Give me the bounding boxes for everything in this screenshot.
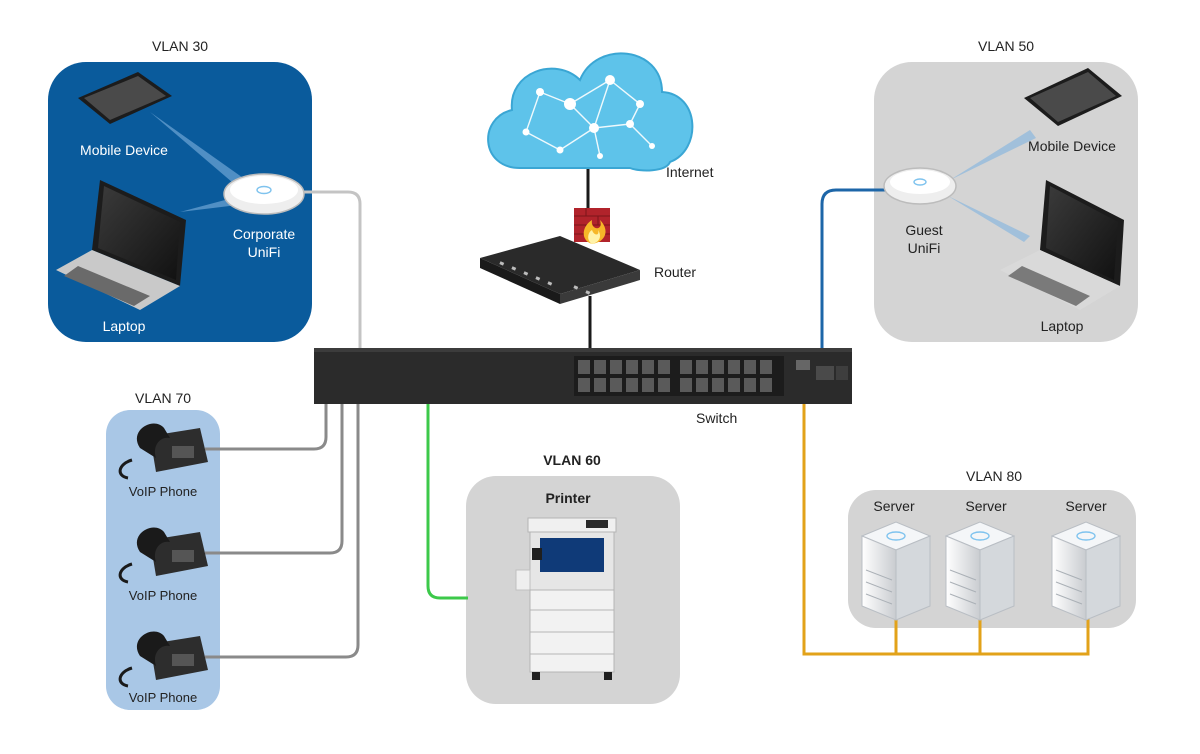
corporate-ap-label-1: Corporate bbox=[232, 226, 296, 242]
switch-port bbox=[728, 360, 740, 374]
switch-port bbox=[696, 378, 708, 392]
vlan70-title: VLAN 70 bbox=[134, 390, 192, 406]
switch-port bbox=[642, 378, 654, 392]
printer-label: Printer bbox=[545, 490, 591, 506]
server-label: Server bbox=[965, 498, 1007, 514]
switch-port bbox=[594, 378, 606, 392]
vlan50-title: VLAN 50 bbox=[977, 38, 1035, 54]
switch-port bbox=[626, 378, 638, 392]
vlan30-title: VLAN 30 bbox=[151, 38, 209, 54]
voip-phone-icon bbox=[118, 527, 208, 584]
internet-label: Internet bbox=[666, 164, 714, 180]
vlan60-title: VLAN 60 bbox=[543, 452, 601, 468]
router-icon bbox=[480, 236, 640, 304]
link-phone-1 bbox=[205, 404, 328, 451]
server-label: Server bbox=[873, 498, 915, 514]
switch-port bbox=[760, 360, 772, 374]
link-phone-2 bbox=[205, 404, 344, 555]
link-servers bbox=[802, 404, 1090, 656]
switch-port bbox=[578, 378, 590, 392]
server-label: Server bbox=[1065, 498, 1107, 514]
link-phone-3 bbox=[205, 404, 360, 659]
switch-port bbox=[744, 378, 756, 392]
switch-port bbox=[658, 378, 670, 392]
guest-ap-label-2: UniFi bbox=[907, 240, 941, 256]
voip-phone-icon bbox=[118, 423, 208, 480]
voip-phone-label: VoIP Phone bbox=[128, 588, 198, 603]
router-label: Router bbox=[654, 264, 697, 280]
link-printer bbox=[426, 404, 468, 600]
switch-port bbox=[594, 360, 606, 374]
switch-port bbox=[658, 360, 670, 374]
internet-cloud-icon bbox=[487, 52, 694, 172]
vlan50-laptop-label: Laptop bbox=[1040, 318, 1084, 334]
laptop-icon bbox=[56, 180, 186, 310]
server-icon bbox=[1050, 521, 1122, 621]
switch-port bbox=[610, 378, 622, 392]
switch-port bbox=[728, 378, 740, 392]
switch-port bbox=[680, 360, 692, 374]
switch-port bbox=[696, 360, 708, 374]
wifi-beam bbox=[950, 130, 1036, 180]
switch-icon bbox=[314, 348, 852, 404]
printer-icon bbox=[515, 517, 617, 680]
vlan30-mobile-label: Mobile Device bbox=[80, 142, 168, 158]
voip-phone-icon bbox=[118, 631, 208, 688]
server-icon bbox=[860, 521, 932, 621]
laptop-icon bbox=[1000, 180, 1124, 310]
tablet-icon bbox=[1024, 68, 1122, 126]
vlan80-title: VLAN 80 bbox=[965, 468, 1023, 484]
switch-port bbox=[712, 378, 724, 392]
guest-ap-icon bbox=[883, 167, 957, 205]
wifi-beam bbox=[150, 112, 246, 194]
switch-port bbox=[680, 378, 692, 392]
voip-phone-label: VoIP Phone bbox=[128, 484, 198, 499]
switch-port bbox=[642, 360, 654, 374]
wifi-beam bbox=[948, 196, 1030, 242]
switch-port bbox=[610, 360, 622, 374]
vlan50-mobile-label: Mobile Device bbox=[1028, 138, 1116, 154]
guest-ap-label-1: Guest bbox=[905, 222, 943, 238]
switch-label: Switch bbox=[696, 410, 738, 426]
server-icon bbox=[944, 521, 1016, 621]
link-guest-ap bbox=[820, 188, 888, 350]
switch-port bbox=[578, 360, 590, 374]
switch-port bbox=[744, 360, 756, 374]
link-corporate-ap bbox=[300, 190, 362, 350]
switch-port bbox=[626, 360, 638, 374]
voip-phone-label: VoIP Phone bbox=[128, 690, 198, 705]
tablet-icon bbox=[78, 72, 172, 124]
corporate-ap-label-2: UniFi bbox=[247, 244, 281, 260]
vlan30-laptop-label: Laptop bbox=[102, 318, 146, 334]
switch-port bbox=[760, 378, 772, 392]
corporate-ap-icon bbox=[223, 173, 305, 215]
switch-port bbox=[712, 360, 724, 374]
firewall-icon bbox=[574, 208, 610, 244]
